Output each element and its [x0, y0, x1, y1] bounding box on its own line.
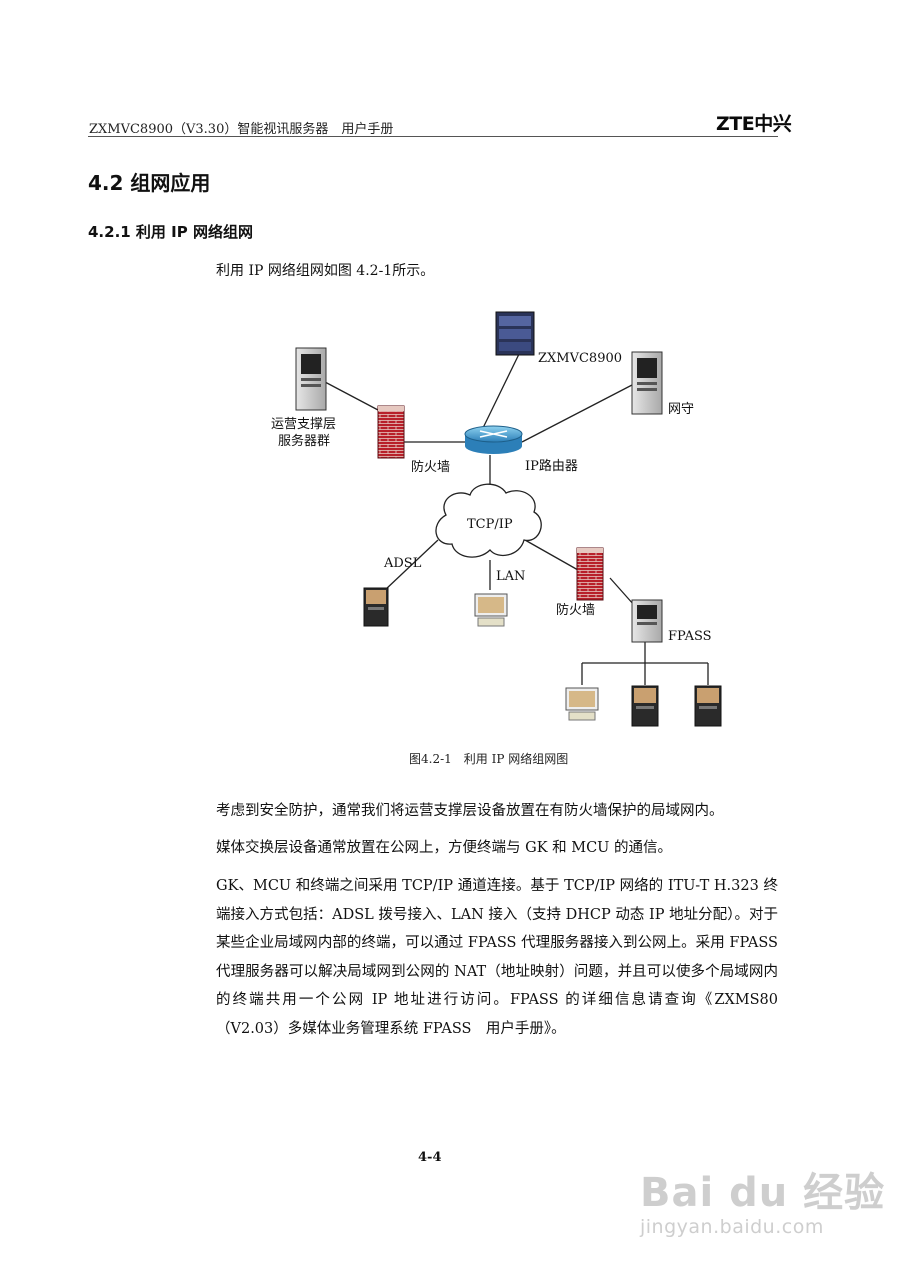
figure-caption: 图4.2-1 利用 IP 网络组网图: [409, 752, 569, 766]
zte-logo: ZTE中兴: [716, 113, 792, 135]
firewall-top-icon: [377, 405, 405, 459]
paragraph-2: 媒体交换层设备通常放置在公网上，方便终端与 GK 和 MCU 的通信。: [216, 840, 673, 856]
zxmvc-rack-icon: [495, 311, 535, 356]
subsection-heading: 4.2.1 利用 IP 网络组网: [88, 223, 253, 241]
label-firewall-bottom: 防火墙: [556, 602, 595, 618]
adsl-terminal-icon: [363, 587, 389, 627]
label-gatekeeper: 网守: [668, 402, 694, 417]
paragraph-3: GK、MCU 和终端之间采用 TCP/IP 通道连接。基于 TCP/IP 网络的…: [216, 878, 778, 1037]
lan-terminal-icon: [474, 593, 508, 627]
fpass-server-icon: [631, 599, 663, 643]
watermark-url: jingyan.baidu.com: [640, 1216, 824, 1238]
header-divider: [88, 136, 778, 137]
label-lan: LAN: [496, 569, 525, 584]
paragraph-1: 考虑到安全防护，通常我们将运营支撑层设备放置在有防火墙保护的局域网内。: [216, 803, 724, 819]
intro-text: 利用 IP 网络组网如图 4.2-1所示。: [216, 263, 435, 279]
tcpip-cloud-icon: [435, 483, 542, 558]
watermark-main: Bai du 经验: [640, 1170, 886, 1216]
router-icon: [464, 425, 523, 454]
label-cloud: TCP/IP: [467, 517, 513, 532]
connection-lines: [324, 351, 709, 685]
ops-server-icon: [295, 347, 327, 411]
label-zxmvc: ZXMVC8900: [538, 351, 622, 366]
label-ops-line2: 服务器群: [278, 433, 330, 449]
section-heading: 4.2 组网应用: [88, 171, 211, 195]
page-number: 4-4: [418, 1150, 442, 1165]
label-fpass: FPASS: [668, 629, 712, 644]
label-adsl: ADSL: [383, 556, 422, 571]
fpass-terminal-3-icon: [694, 685, 722, 727]
running-header: ZXMVC8900（V3.30）智能视讯服务器 用户手册: [89, 122, 394, 137]
label-ops-line1: 运营支撑层: [271, 417, 336, 432]
label-router: IP路由器: [525, 458, 578, 474]
gatekeeper-server-icon: [631, 351, 663, 415]
label-firewall-top: 防火墙: [411, 459, 450, 475]
firewall-bottom-icon: [576, 547, 604, 601]
fpass-lan-terminal-icon: [565, 687, 599, 721]
baidu-watermark: Bai du 经验 jingyan.baidu.com: [640, 1160, 885, 1238]
network-diagram: ZXMVC8900 运营支撑层 服务器群 防火墙 网守 IP路由器 TCP/IP…: [271, 311, 722, 727]
fpass-terminal-2-icon: [631, 685, 659, 727]
